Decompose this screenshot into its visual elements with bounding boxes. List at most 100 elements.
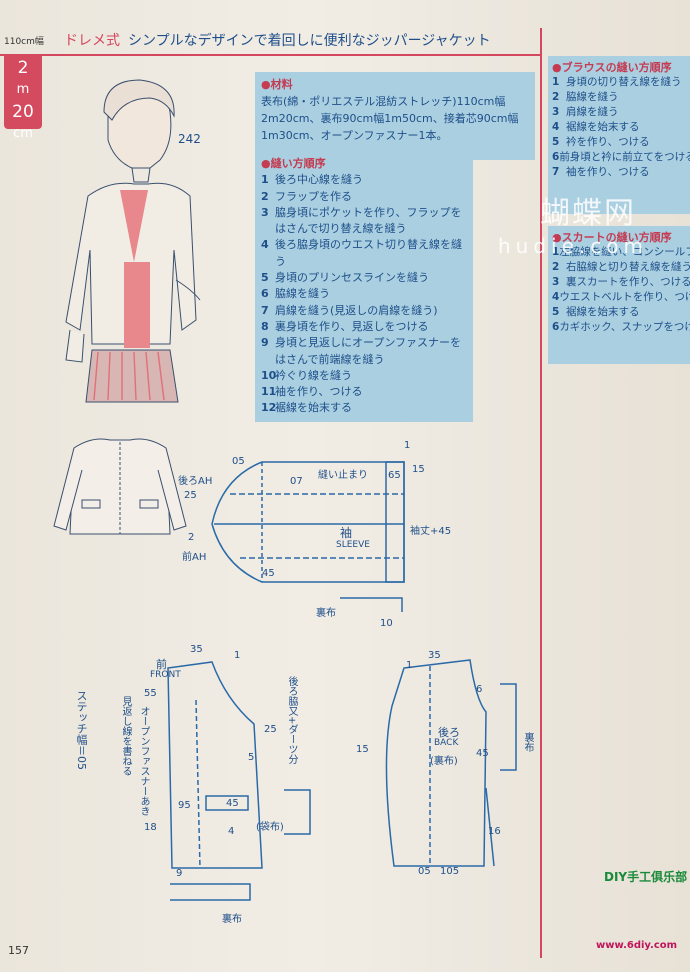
brand-label: ドレメ式	[64, 33, 120, 49]
front-pattern	[167, 661, 311, 901]
fabric-width-label: 110cm幅	[4, 37, 44, 47]
sleeve-dim-15: 15	[412, 464, 425, 475]
back-lining-paren-label: (裏布)	[430, 756, 458, 767]
materials-text: 表布(綿・ポリエステル混紡ストレッチ)110cm幅2m20cm、裏布90cm幅1…	[261, 95, 519, 142]
sleeve-dim-1: 1	[404, 440, 411, 451]
site-logo-url: www.6diy.com	[596, 940, 678, 951]
front-dim-9: 9	[176, 868, 183, 879]
back-armhole-label: 後ろAH	[178, 476, 213, 487]
sleeve-dim-05: 05	[232, 456, 245, 467]
back-label: 後ろ	[438, 726, 460, 739]
zipper-opening-label: オープンファスナーあき	[138, 706, 149, 816]
sleeve-lining-label: 裏布	[316, 608, 336, 619]
page-header: 110cm幅 ドレメ式 シンプルなデザインで着回しに便利なジッパージャケット	[0, 28, 540, 56]
model-number: 242	[178, 132, 201, 146]
steps-heading: ●縫い方順序	[261, 157, 326, 170]
sleeve-pattern	[211, 461, 405, 612]
front-dim-1: 1	[234, 650, 241, 661]
back-dim-1: 1	[406, 660, 413, 671]
yardage-badge: 2 m 20 cm	[4, 55, 42, 141]
watermark-cn: 蝴蝶网	[540, 196, 636, 231]
materials-box: ●材料 表布(綿・ポリエステル混紡ストレッチ)110cm幅2m20cm、裏布90…	[255, 72, 535, 160]
front-dim-95: 95	[178, 800, 191, 811]
back-dim-6: 6	[476, 684, 483, 695]
model-illustration	[65, 79, 201, 403]
front-label-en: FRONT	[150, 670, 181, 680]
sleeve-label: 袖	[340, 526, 353, 540]
back-dim-35: 35	[428, 650, 441, 661]
back-pattern	[385, 659, 517, 867]
front-armhole-label: 前AH	[182, 552, 207, 563]
sleeve-dim-25: 25	[184, 490, 197, 501]
badge-unit-m: m	[16, 82, 30, 97]
front-label: 前	[156, 658, 167, 671]
back-dim-16: 16	[488, 826, 501, 837]
front-dim-5: 5	[248, 752, 255, 763]
sleeve-dim-65: 65	[388, 470, 401, 481]
badge-unit-cm: cm	[13, 126, 33, 141]
back-dim-45: 45	[476, 748, 489, 759]
watermark-url: hudie.com	[498, 234, 648, 258]
back-side-dart-label: 後ろ脇又+ダーツ分	[286, 676, 297, 765]
front-dim-45: 45	[226, 798, 239, 809]
sleeve-dim-10: 10	[380, 618, 393, 629]
sleeve-label-en: SLEEVE	[336, 540, 370, 550]
sleeve-length-label: 袖丈+45	[410, 526, 452, 537]
back-label-en: BACK	[434, 738, 459, 748]
sleeve-dim-07: 07	[290, 476, 303, 487]
front-dim-4: 4	[228, 826, 235, 837]
skirt-heading: ●スカートの縫い方順序	[552, 231, 672, 244]
front-dim-35: 35	[190, 644, 203, 655]
flat-sketch	[53, 438, 187, 535]
sleeve-dim-45: 45	[262, 568, 275, 579]
facing-line-label: 見返し線を書ねる	[120, 696, 131, 776]
front-dim-55: 55	[144, 688, 157, 699]
page-title: シンプルなデザインで着回しに便利なジッパージャケット	[128, 33, 491, 49]
blouse-heading: ●ブラウスの縫い方順序	[552, 61, 672, 74]
ease-stop-label: 縫い止まり	[318, 470, 368, 481]
back-dim-15: 15	[356, 744, 369, 755]
badge-meters: 2	[17, 58, 29, 78]
page-number: 157	[8, 944, 29, 957]
back-lining-label: 裏布	[522, 732, 533, 752]
badge-centimeters: 20	[12, 102, 34, 122]
sleeve-dim-2: 2	[188, 532, 195, 543]
front-dim-18: 18	[144, 822, 157, 833]
front-lining-label: 裏布	[222, 914, 242, 925]
stitch-width-label: ステッチ幅＝05	[75, 690, 88, 770]
materials-heading: ●材料	[261, 78, 293, 91]
front-dim-25: 25	[264, 724, 277, 735]
column-divider	[540, 28, 542, 958]
pocket-bag-label: (袋布)	[256, 822, 284, 833]
back-dim-105: 105	[440, 866, 460, 877]
